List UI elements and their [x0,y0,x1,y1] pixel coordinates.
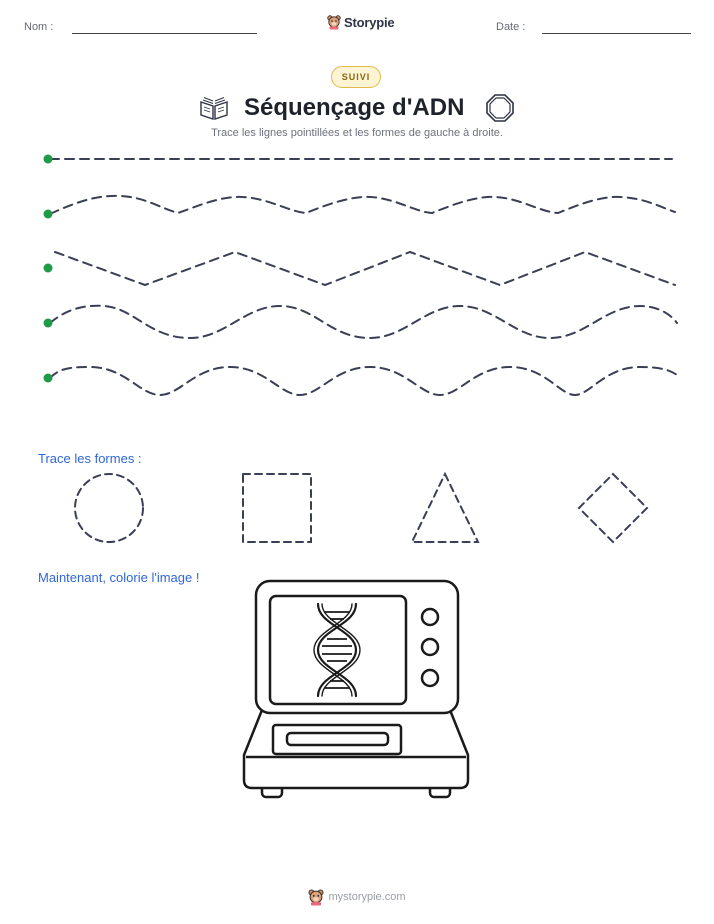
footer-site-link[interactable]: mystorypie.com [328,891,406,903]
tracing-line-wave-3 [49,365,678,397]
start-dot-2 [43,209,53,219]
start-dot-5 [43,373,53,383]
trace-diamond [577,472,649,544]
tracing-line-zigzag [54,250,676,287]
tracing-line-wave-1 [49,194,676,215]
bear-mascot-icon [327,15,341,30]
start-dot-4 [43,318,53,328]
coloring-section-label: Maintenant, colorie l'image ! [38,570,200,585]
brand-name: Storypie [344,14,395,30]
tracing-shapes-area [74,471,649,544]
open-book-icon [200,97,228,120]
level-badge: SUIVI [331,66,381,88]
trace-triangle [410,471,480,543]
title-row: Séquençage d'ADN [0,90,714,126]
date-field-line[interactable] [542,33,691,34]
octagon-icon [486,94,514,122]
name-field-line[interactable] [72,33,257,34]
name-label: Nom : [24,21,54,33]
page-title: Séquençage d'ADN [244,94,465,121]
footer: mystorypie.com [0,888,714,906]
tracing-lines-area [43,154,678,397]
trace-circle [74,473,144,543]
tracing-line-wave-2 [49,304,678,340]
start-dot-1 [43,154,53,164]
instructions-text: Trace les lignes pointillées et les form… [211,127,503,139]
start-dot-3 [43,263,53,273]
trace-square [242,473,312,543]
bear-mascot-icon [308,889,325,906]
date-label: Date : [496,21,526,33]
dna-sequencer-machine-icon [242,579,470,799]
brand-logo: Storypie [327,14,395,30]
shapes-section-label: Trace les formes : [38,451,142,466]
